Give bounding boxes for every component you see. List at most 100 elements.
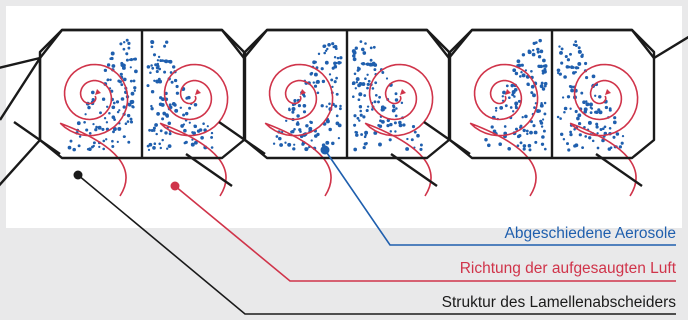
aerosol-dot [541, 135, 545, 139]
aerosol-dot [568, 84, 572, 88]
aerosol-dot [102, 139, 106, 143]
airflow-spiral [469, 63, 539, 197]
lamella-left-1 [13, 121, 61, 155]
aerosol-dot [210, 131, 214, 135]
aerosol-dot [359, 109, 362, 113]
aerosol-dot [562, 137, 566, 141]
aerosol-dot [378, 95, 381, 99]
aerosol-dot [95, 125, 98, 129]
aerosol-dot [284, 141, 287, 144]
aerosol-dot [297, 103, 302, 108]
aerosol-dot [78, 135, 82, 138]
aerosol-dot [125, 52, 129, 56]
aerosol-dot [577, 61, 582, 66]
aerosol-dot [598, 95, 602, 99]
aerosol-dot [536, 50, 540, 54]
aerosol-dot [366, 86, 369, 90]
aerosol-dot [359, 40, 363, 43]
aerosol-dot [405, 147, 410, 151]
aerosol-dot [117, 126, 122, 131]
aerosol-dot [595, 122, 599, 126]
aerosol-dot [313, 72, 318, 77]
aerosol-dot [566, 58, 571, 62]
aerosol-dot [524, 114, 528, 119]
aerosol-dot [512, 110, 515, 113]
aerosol-dot [331, 85, 334, 89]
aerosol-dot [365, 108, 369, 113]
label-structure: Struktur des Lamellenabscheiders [442, 294, 677, 311]
aerosol-dot [381, 71, 385, 74]
aerosol-dot [386, 123, 390, 128]
aerosol-dot [134, 69, 138, 74]
aerosol-dot [152, 129, 156, 132]
aerosol-dot [530, 70, 533, 73]
aerosol-dot [109, 57, 113, 61]
aerosol-dot [332, 45, 335, 49]
aerosol-dot [533, 130, 538, 135]
aerosol-dot [317, 52, 321, 56]
aerosol-dot [149, 71, 152, 74]
illustration-panel [6, 6, 682, 228]
aerosol-dot [168, 59, 173, 64]
aerosol-dot [206, 125, 209, 128]
aerosol-dot [165, 113, 169, 117]
aerosol-dot [159, 129, 163, 133]
aerosol-dot [301, 142, 305, 146]
aerosol-dot [597, 108, 601, 112]
aerosol-dot [490, 125, 494, 129]
aerosol-dot [182, 123, 186, 126]
aerosol-dot [400, 101, 404, 105]
aerosol-dot [531, 52, 536, 57]
aerosol-dot [159, 146, 163, 150]
aerosol-dot [325, 119, 330, 124]
aerosol-dot [543, 147, 547, 151]
aerosol-dot [352, 57, 357, 62]
aerosol-dot [150, 40, 155, 45]
aerosol-dot [498, 142, 502, 146]
aerosol-dot [133, 86, 137, 90]
aerosol-dot [514, 127, 519, 131]
aerosol-dot [352, 50, 357, 55]
aerosol-dot [574, 40, 578, 43]
aerosol-dot [524, 69, 528, 72]
aerosol-dot [210, 146, 214, 149]
aerosol-dot [585, 102, 590, 107]
airflow-arrowhead [300, 89, 306, 95]
aerosol-dot [398, 123, 403, 128]
aerosol-dot [416, 133, 420, 138]
aerosol-dot [119, 72, 123, 76]
aerosol-dot [569, 132, 573, 137]
aerosol-dot [521, 53, 526, 57]
aerosol-dot [111, 64, 116, 68]
aerosol-dot [542, 64, 546, 68]
aerosol-dot [148, 128, 152, 132]
aerosol-dot [103, 68, 108, 73]
aerosol-dot [564, 54, 568, 59]
aerosol-dot [541, 87, 546, 91]
aerosol-dot [163, 44, 166, 48]
aerosol-dot [320, 67, 324, 71]
aerosol-dot [129, 79, 133, 83]
aerosol-dot [192, 131, 196, 136]
aerosol-dot [559, 117, 562, 120]
aerosol-dot [510, 83, 514, 88]
aerosol-dot [513, 87, 518, 92]
aerosol-dot [556, 115, 560, 119]
aerosol-dot [621, 134, 625, 138]
chamber-2 [243, 28, 451, 160]
aerosol-dot [594, 94, 597, 97]
aerosol-dot [372, 45, 376, 49]
aerosol-dot [539, 103, 544, 108]
aerosol-dot [339, 56, 343, 60]
aerosol-dot [507, 96, 511, 100]
aerosol-dot [385, 77, 389, 80]
aerosol-dot [360, 133, 364, 136]
aerosol-dot [333, 64, 338, 69]
aerosol-dot [559, 50, 563, 55]
aerosol-dot [337, 123, 342, 128]
aerosol-dot [159, 96, 163, 100]
lamella-right-2 [390, 153, 438, 187]
aerosol-dot [526, 132, 529, 136]
aerosol-dot [99, 111, 102, 115]
aerosol-dot [316, 91, 320, 95]
